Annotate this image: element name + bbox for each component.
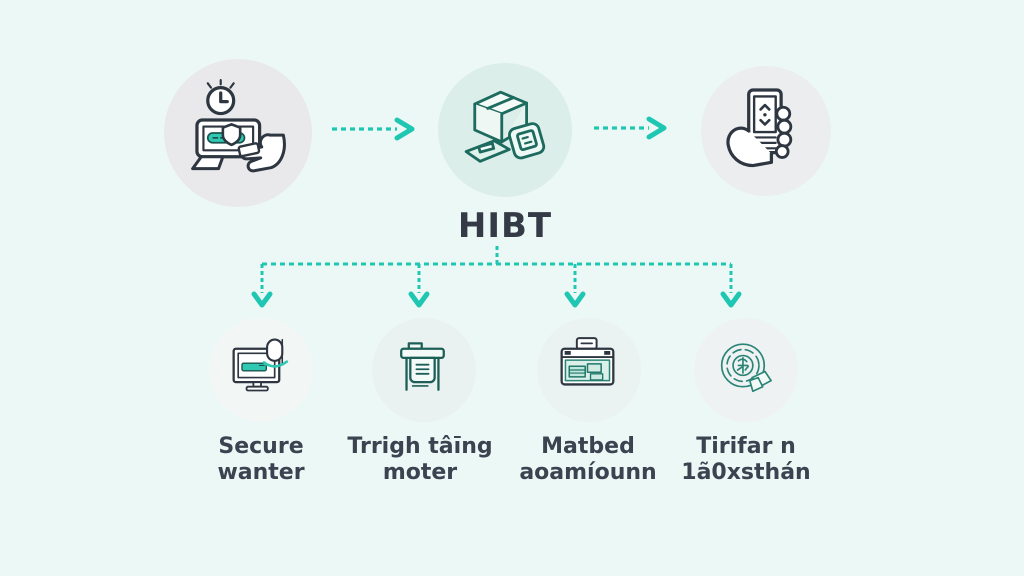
branch-1-label-line1: Secure [218, 434, 304, 459]
hand-holding-phone-icon [726, 88, 793, 168]
branch-2-label-line2: moter [382, 460, 458, 485]
branch-3-circle [537, 318, 641, 422]
branch-2-label: Trrigh tâīng moter [315, 434, 525, 486]
branch-4-circle [694, 318, 798, 422]
branch-3-label-line1: Matbed [541, 434, 635, 459]
secure-monitor-lock-icon [232, 338, 289, 392]
branch-2-label-line1: Trrigh tâīng [347, 434, 493, 459]
printer-icon [400, 342, 445, 391]
branch-4-label-line1: Tirifar n [696, 434, 796, 459]
branch-4-label: Tirifar n 1ã0xsthán [641, 434, 851, 486]
branch-2-circle [372, 318, 476, 422]
branch-3-label-line2: aoamíounn [519, 460, 657, 485]
seal-ribbon-icon [720, 343, 772, 393]
top-step-1-circle [164, 59, 312, 207]
package-card-qr-icon [464, 90, 546, 163]
page-title: HIBT [457, 206, 553, 246]
branch-4-label-line2: 1ã0xsthán [681, 460, 811, 485]
branch-1-label-line2: wanter [217, 460, 305, 485]
branch-3-label: Matbed aoamíounn [483, 434, 693, 486]
branch-1-label: Secure wanter [156, 434, 366, 486]
cash-drawer-icon [560, 337, 615, 386]
top-step-3-circle [701, 66, 831, 196]
laptop-clock-shield-icon [191, 79, 286, 173]
branch-1-circle [209, 318, 313, 422]
top-step-2-circle [438, 63, 572, 197]
